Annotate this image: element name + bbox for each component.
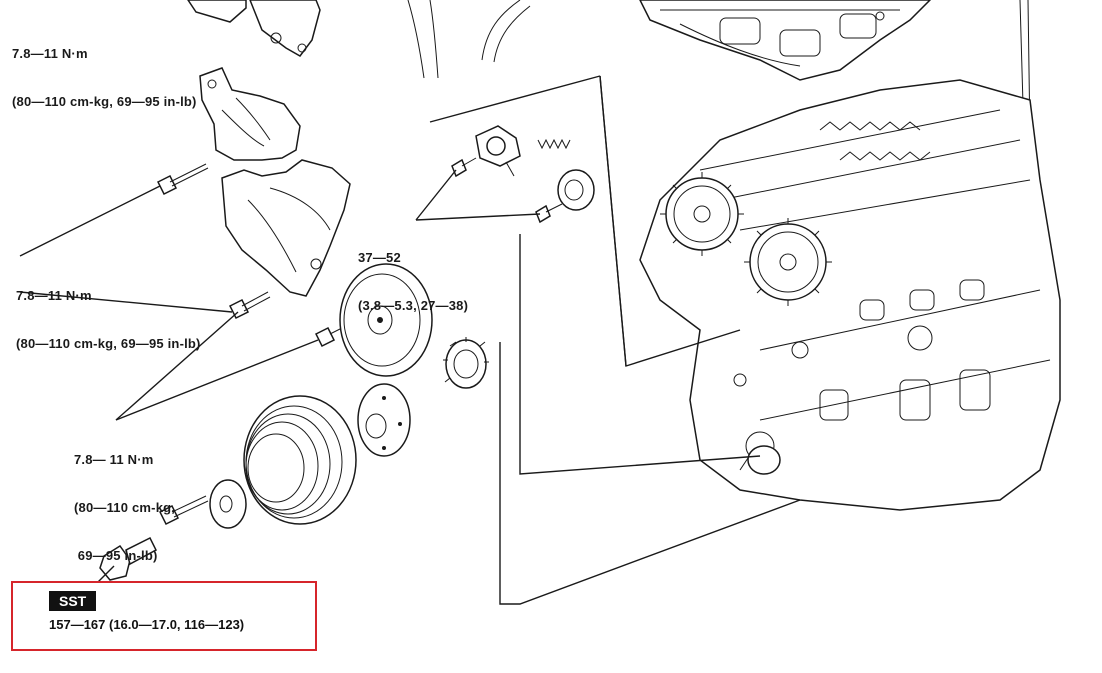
crankshaft-pulley <box>243 395 357 525</box>
sst-torque-spec: 157—167 (16.0—17.0, 116—123) <box>49 617 245 632</box>
torque-label-pulley-bolts-alt2: 69—95 in-lb) <box>74 548 158 563</box>
sst-highlight-box: SST 157—167 (16.0—17.0, 116—123) <box>11 581 317 651</box>
torque-label-top-nm: 7.8—11 N·m <box>12 46 88 61</box>
crank-sprocket <box>443 337 489 389</box>
upper-cover-fragment <box>187 0 321 57</box>
torque-label-cover-bolt-alt: (80—110 cm-kg, 69—95 in-lb) <box>16 336 201 351</box>
middle-timing-cover <box>199 67 301 161</box>
water-pump-pulley <box>339 263 433 377</box>
camshaft-sprocket-exhaust <box>660 172 744 256</box>
torque-label-cover-bolt-nm: 7.8—11 N·m <box>16 288 92 303</box>
torque-label-pulley-bolts: 7.8— 11 N·m (80—110 cm-kg, 69—95 in-lb) <box>74 420 175 580</box>
torque-label-tensioner: 37—52 (3.8—5.3, 27—38) <box>358 218 468 330</box>
torque-label-tensioner-alt: (3.8—5.3, 27—38) <box>358 298 469 313</box>
torque-label-cover-bolt: 7.8—11 N·m (80—110 cm-kg, 69—95 in-lb) <box>16 256 201 368</box>
crankshaft-pulley-bolt <box>99 536 157 581</box>
tensioner-assembly <box>451 125 595 224</box>
torque-label-top: 7.8—11 N·m (80—110 cm-kg, 69—95 in-lb) <box>12 14 197 126</box>
crankshaft-nose <box>739 445 781 475</box>
callout-lines <box>19 75 801 605</box>
torque-label-top-alt: (80—110 cm-kg, 69—95 in-lb) <box>12 94 197 109</box>
torque-label-tensioner-nm: 37—52 <box>358 250 401 265</box>
lower-timing-cover <box>221 159 351 297</box>
camshaft-sprocket-intake <box>744 218 832 306</box>
cover-bolt-upper <box>156 163 209 196</box>
pulley-washer <box>209 479 247 529</box>
sst-badge: SST <box>49 591 97 611</box>
crankshaft-pulley-hub <box>357 383 411 457</box>
tensioner-spring <box>537 138 571 150</box>
torque-label-pulley-bolts-nm: 7.8— 11 N·m <box>74 452 154 467</box>
engine-block <box>639 79 1061 511</box>
cylinder-head-cover <box>639 0 932 81</box>
pulley-lock-bolt <box>158 495 209 526</box>
cover-bolt-lower <box>228 291 271 320</box>
torque-label-pulley-bolts-alt1: (80—110 cm-kg, <box>74 500 176 515</box>
